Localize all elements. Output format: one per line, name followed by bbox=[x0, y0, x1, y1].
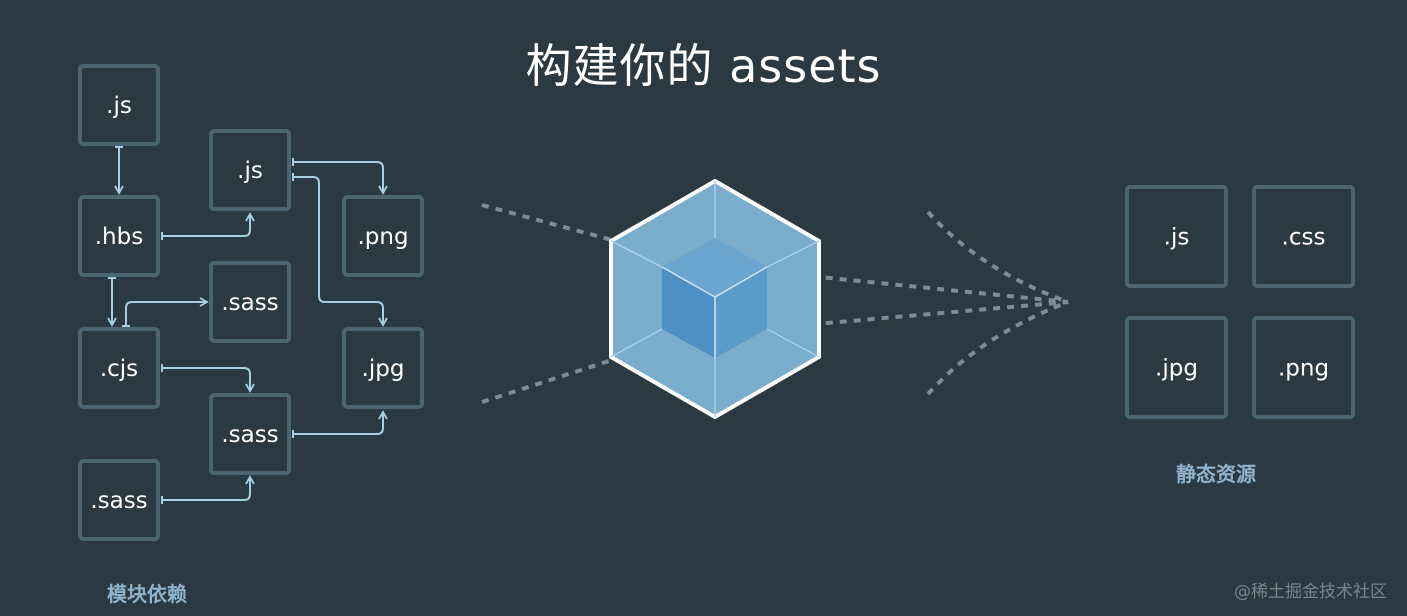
module-node-box bbox=[78, 327, 160, 409]
module-node-box bbox=[78, 195, 160, 277]
module-node-jpg: .jpg bbox=[342, 327, 424, 409]
module-node-label: .sass bbox=[90, 488, 147, 514]
module-node-label: .sass bbox=[221, 290, 278, 316]
module-node-label: .js bbox=[237, 158, 263, 184]
module-node-box bbox=[209, 129, 291, 211]
module-node-label: .jpg bbox=[362, 356, 405, 382]
module-node-sass3: .sass bbox=[78, 459, 160, 541]
module-dependency-nodes: .js .js .hbs .png .sass .cjs .jpg .sass .sass bbox=[78, 64, 424, 541]
module-node-sass1: .sass bbox=[209, 261, 291, 343]
asset-node-box bbox=[1252, 316, 1355, 419]
asset-node-out_png: .png bbox=[1252, 316, 1355, 419]
edge-js2-to-png bbox=[293, 161, 388, 195]
asset-node-label: .css bbox=[1282, 225, 1326, 251]
flow-curve-bottom bbox=[926, 300, 1069, 396]
asset-node-label: .js bbox=[1164, 225, 1190, 251]
module-node-label: .hbs bbox=[95, 224, 143, 250]
module-node-js1: .js bbox=[78, 64, 160, 146]
module-node-label: .cjs bbox=[100, 356, 138, 382]
module-node-png: .png bbox=[342, 195, 424, 277]
module-node-label: .js bbox=[106, 93, 132, 119]
module-dependency-caption: 模块依赖 bbox=[107, 582, 187, 606]
watermark: @稀土掘金技术社区 bbox=[1234, 582, 1387, 602]
module-node-box bbox=[209, 393, 291, 475]
static-asset-nodes: .js .css .jpg .png bbox=[1125, 185, 1355, 419]
module-node-box bbox=[342, 195, 424, 277]
flow-lines bbox=[481, 203, 1069, 404]
module-node-box bbox=[209, 261, 291, 343]
dependency-edges bbox=[107, 146, 388, 504]
module-node-hbs: .hbs bbox=[78, 195, 160, 277]
webpack-cube-logo bbox=[609, 178, 821, 420]
cube-inner-top bbox=[662, 238, 767, 297]
edge-cjs-to-sass2 bbox=[162, 367, 255, 393]
asset-node-box bbox=[1252, 185, 1355, 288]
flow-curve-top bbox=[926, 210, 1069, 304]
edge-js2-to-jpg bbox=[293, 176, 388, 327]
asset-node-label: .jpg bbox=[1155, 356, 1198, 382]
module-node-label: .sass bbox=[221, 422, 278, 448]
edge-hbs-to-js2 bbox=[162, 212, 255, 237]
flow-line-in-bottom bbox=[481, 358, 613, 404]
module-node-cjs: .cjs bbox=[78, 327, 160, 409]
module-node-sass2: .sass bbox=[209, 393, 291, 475]
static-assets-caption: 静态资源 bbox=[1176, 462, 1256, 486]
module-node-box bbox=[78, 64, 160, 146]
module-node-label: .png bbox=[357, 224, 408, 250]
asset-node-out_jpg: .jpg bbox=[1125, 316, 1228, 419]
asset-node-out_css: .css bbox=[1252, 185, 1355, 288]
module-node-box bbox=[78, 459, 160, 541]
edge-cjs-to-sass1 bbox=[125, 297, 209, 326]
asset-node-box bbox=[1125, 185, 1228, 288]
asset-node-label: .png bbox=[1278, 356, 1329, 382]
module-node-js2: .js bbox=[209, 129, 291, 211]
edge-sass2-to-jpg bbox=[293, 410, 388, 435]
flow-line-in-top bbox=[481, 203, 613, 242]
cube-outer-edges bbox=[610, 181, 820, 417]
asset-node-box bbox=[1125, 316, 1228, 419]
module-node-box bbox=[342, 327, 424, 409]
edge-sass3-to-sass2 bbox=[162, 475, 255, 501]
asset-node-out_js: .js bbox=[1125, 185, 1228, 288]
page-title: 构建你的 assets bbox=[525, 39, 882, 93]
